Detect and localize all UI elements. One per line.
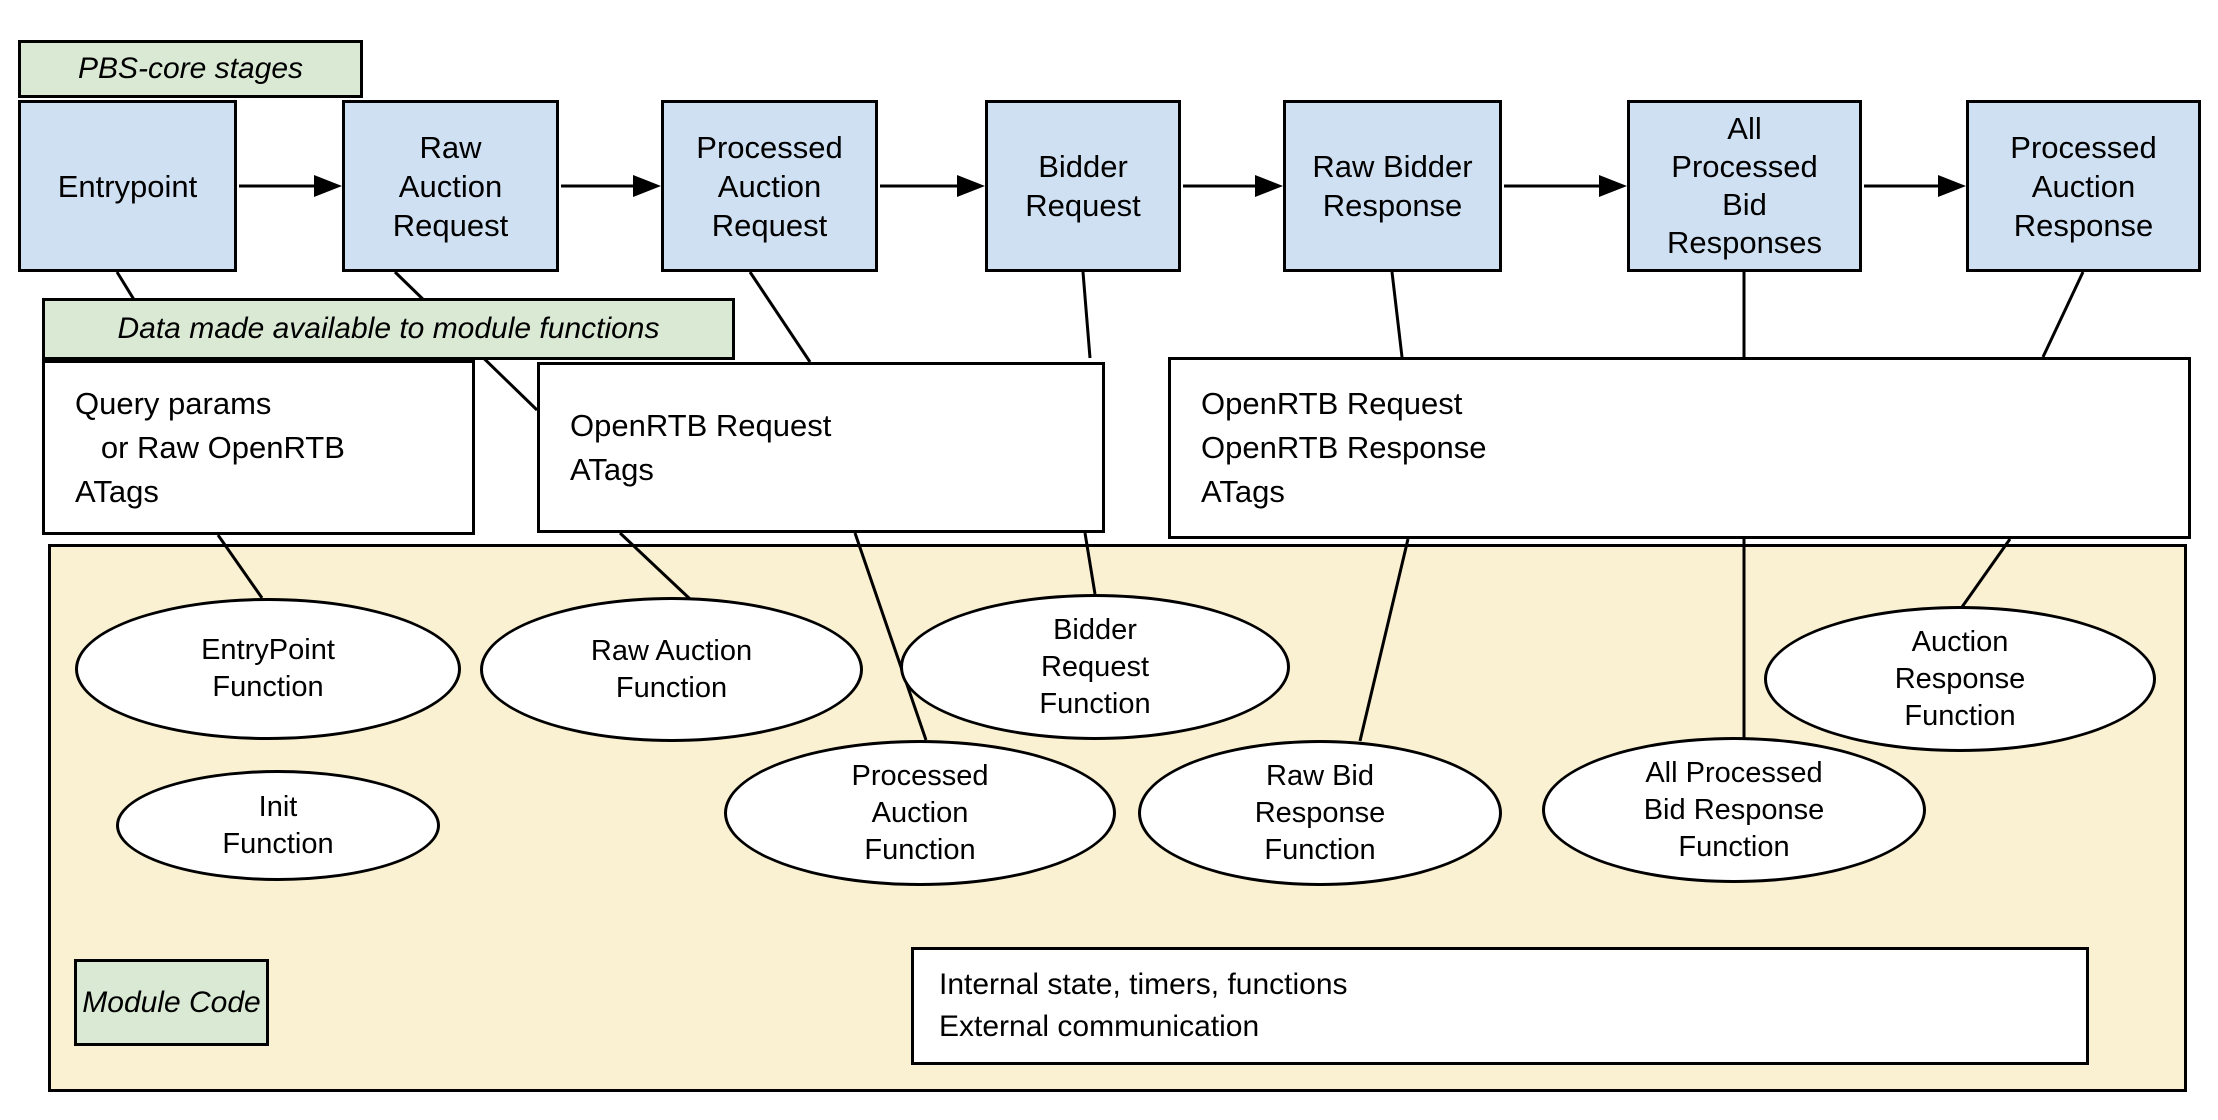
module-state-line: External communication [939,1010,1260,1043]
function-raw-bid-response: Raw Bid Response Function [1138,740,1502,886]
connector-line [1081,271,1092,359]
stage-label-line: Entrypoint [57,168,198,204]
function-label-line: Function [1264,833,1376,866]
data-box-request: OpenRTB Request ATags [537,362,1105,533]
function-label-line: Auction [871,796,969,829]
function-label-line: Auction [1911,625,2009,658]
connector-line [1390,271,1404,358]
function-label-line: Request [1040,650,1149,683]
module-code-label: Module Code [74,959,269,1046]
connector-line [618,531,692,601]
flow-arrowhead [1938,175,1966,197]
function-label-line: Function [1904,699,2016,732]
stage-label-line: Request [392,207,509,243]
function-label-line: Function [1039,687,1151,720]
data-box-response: OpenRTB Request OpenRTB Response ATags [1168,357,2191,539]
stage-to-data-links [115,270,2085,412]
data-available-label: Data made available to module functions [42,298,735,360]
data-box-line: Query params [75,385,272,421]
module-state-box: Internal state, timers, functions Extern… [911,947,2089,1065]
function-raw-auction: Raw Auction Function [480,597,863,742]
function-init: Init Function [116,770,440,881]
function-label-line: Bidder [1053,613,1137,646]
data-box-line: ATags [570,451,654,487]
stage-label-line: Auction [717,168,822,204]
function-label-line: Function [1678,830,1790,863]
stage-all-processed-bid-responses: All Processed Bid Responses [1627,100,1862,272]
stage-bidder-request: Bidder Request [985,100,1181,272]
stage-raw-auction-request: Raw Auction Request [342,100,559,272]
function-label-line: EntryPoint [201,634,335,666]
stage-raw-bidder-response: Raw Bidder Response [1283,100,1502,272]
connector-line [1960,538,2012,608]
data-box-entrypoint: Query params or Raw OpenRTB ATags [42,360,475,535]
function-bidder-request: Bidder Request Function [900,594,1290,740]
stage-label-line: Processed [696,129,843,165]
stage-label-line: Response [2013,207,2154,243]
pbs-core-stages-label-text: PBS-core stages [77,52,304,85]
function-label-line: Processed [851,759,989,792]
function-label-line: Function [212,671,324,703]
stage-label-line: Auction [398,168,503,204]
stage-label-line: Request [711,207,828,243]
connector-line [1358,538,1410,742]
connector-line [748,271,812,363]
stage-label-line: Raw [419,129,482,165]
connector-line [1083,532,1097,595]
data-box-line: OpenRTB Request [570,407,832,443]
connector-line [2041,271,2085,358]
data-box-line: ATags [75,473,159,509]
connector-line [216,534,264,599]
stage-label-line: Responses [1666,225,1823,260]
stage-label-line: Request [1025,188,1141,223]
stage-processed-auction-request: Processed Auction Request [661,100,878,272]
stage-label-line: Response [1322,188,1463,223]
function-processed-auction: Processed Auction Function [724,740,1116,886]
stage-label-line: Processed [2010,129,2157,165]
function-label-line: Raw Auction [590,634,753,667]
stage-processed-auction-response: Processed Auction Response [1966,100,2201,272]
function-label-line: All Processed [1645,756,1823,789]
stage-entrypoint: Entrypoint [18,100,237,272]
stage-label-line: Auction [2031,168,2136,204]
data-box-line: OpenRTB Request [1201,386,1463,421]
data-available-label-text: Data made available to module functions [117,312,660,345]
function-label-line: Function [864,833,976,866]
module-code-label-text: Module Code [82,985,261,1019]
function-label-line: Bid Response [1643,793,1825,826]
module-state-line: Internal state, timers, functions [939,968,1348,1001]
stage-label-line: All [1727,111,1762,146]
stage-label-line: Bidder [1038,149,1128,184]
flow-arrowhead [314,175,342,197]
function-label-line: Raw Bid [1266,759,1374,792]
connector-line [853,532,928,741]
data-box-line: or Raw OpenRTB [75,429,345,465]
data-box-line: ATags [1201,474,1285,509]
stage-label-line: Raw Bidder [1312,149,1473,184]
flow-arrowhead [1599,175,1627,197]
stage-label-line: Processed [1671,149,1818,184]
function-label-line: Function [615,671,728,704]
function-all-processed-bid-response: All Processed Bid Response Function [1542,737,1926,883]
pbs-core-stages-label: PBS-core stages [18,40,363,98]
stage-label-line: Bid [1722,187,1767,222]
data-to-function-links [216,531,2012,742]
flow-arrowhead [633,175,661,197]
flow-arrows [239,175,1966,197]
function-label-line: Response [1894,662,2026,695]
function-auction-response: Auction Response Function [1764,606,2156,752]
flow-arrowhead [957,175,985,197]
function-entrypoint: EntryPoint Function [75,598,461,740]
function-label-line: Function [222,827,334,860]
function-label-line: Init [258,790,298,823]
flow-arrowhead [1255,175,1283,197]
data-box-line: OpenRTB Response [1201,430,1487,465]
function-label-line: Response [1254,796,1386,829]
